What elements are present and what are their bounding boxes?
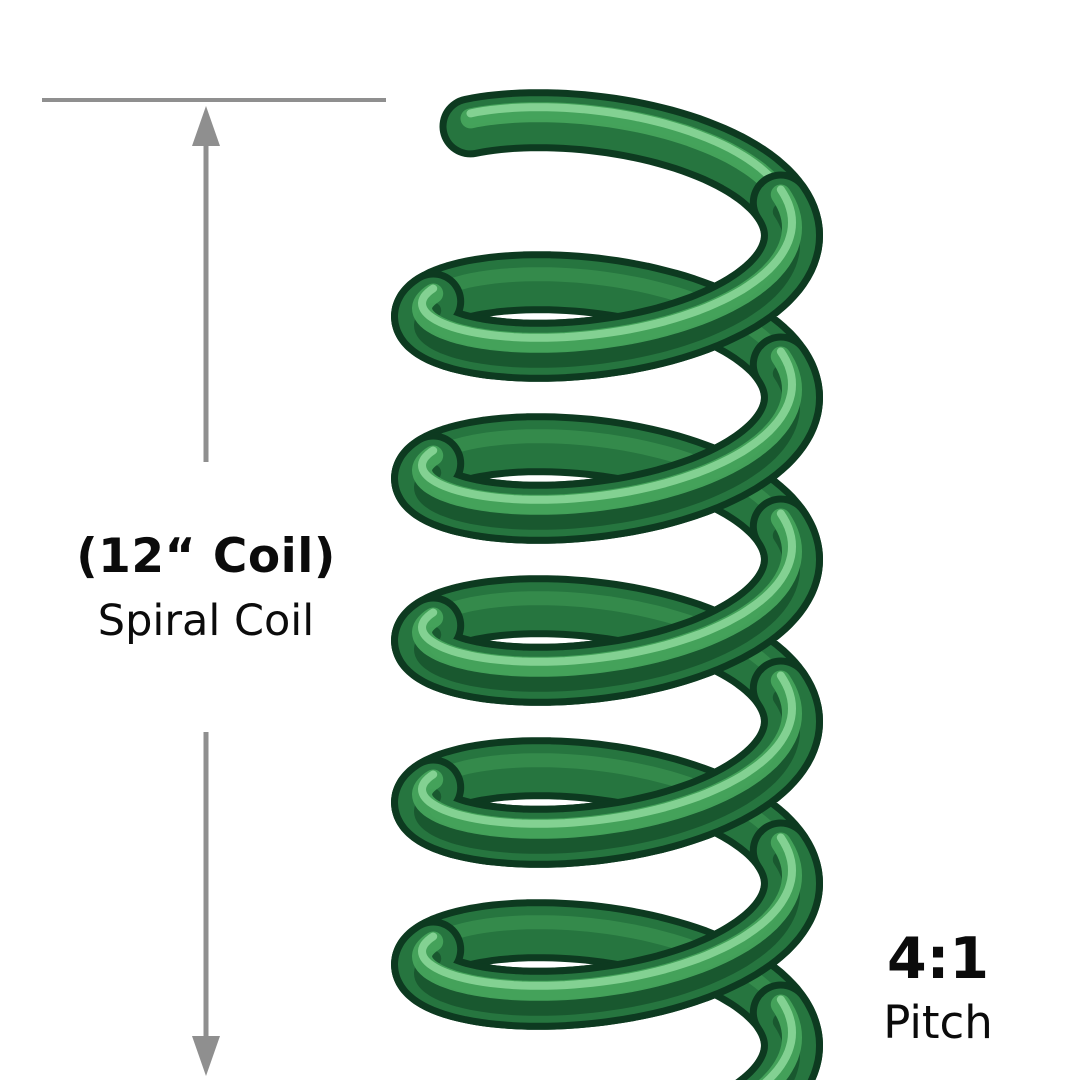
height-label-group: (12“ Coil) Spiral Coil xyxy=(30,529,382,647)
coil-path xyxy=(418,509,796,666)
height-arrow-up-head xyxy=(192,106,220,146)
coil-type-label: Spiral Coil xyxy=(97,596,315,647)
pitch-label-group: 4:1 Pitch xyxy=(852,926,1024,1049)
pitch-ratio-value: 4:1 xyxy=(886,926,990,992)
coil-path xyxy=(762,995,796,1080)
coil-path xyxy=(418,833,796,990)
coil-path xyxy=(418,185,796,342)
coil-path xyxy=(418,347,796,504)
pitch-caption: Pitch xyxy=(883,995,993,1049)
coil-path xyxy=(418,671,796,828)
coil-size-label: (12“ Coil) xyxy=(76,529,336,584)
height-arrow-down-head xyxy=(192,1036,220,1076)
